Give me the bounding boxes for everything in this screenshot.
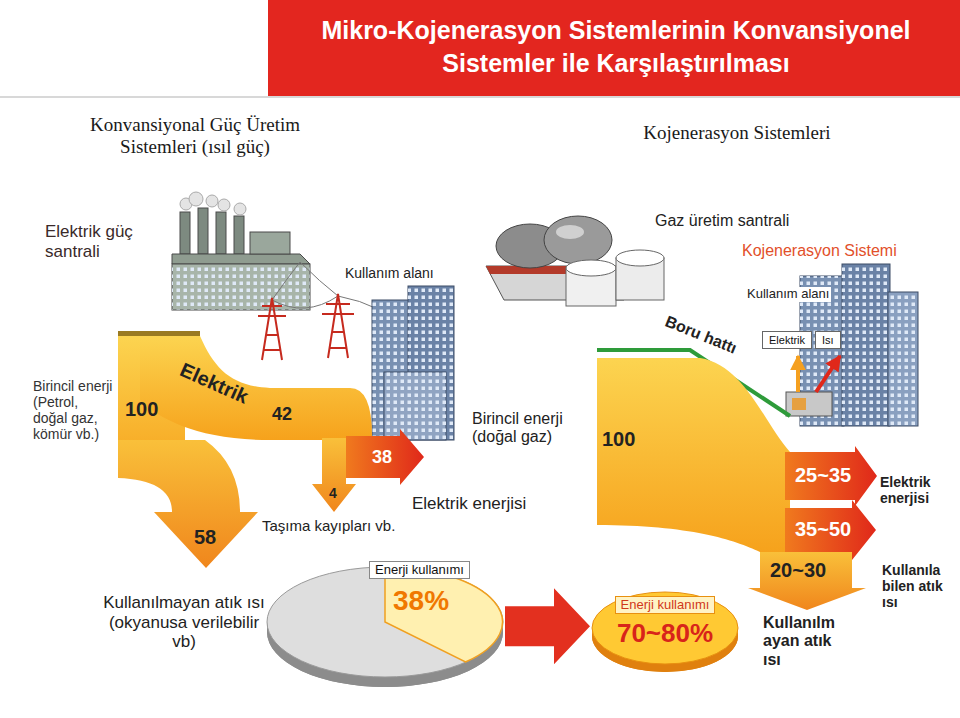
tower [888,292,918,426]
tank-top [566,260,616,276]
box-text: Isı [822,334,834,346]
smoke [218,199,230,211]
section-heading: Konvansiyonal Güç Üretim Sistemleri (ısı… [80,114,310,158]
highlight [556,225,584,239]
usage-caption: Enerji kullanımı [369,561,470,579]
electric-arrow [796,356,800,392]
part-name: Elektrik güç santrali [45,222,163,261]
part-name: Kullanım alanı [745,287,831,302]
pylon [322,294,354,358]
pylon [258,298,286,360]
low-building-windows [384,372,446,440]
flow-top [118,331,200,336]
flow-value: 100 [602,428,635,451]
waste-heat-arrow [748,552,866,610]
flow-label: Taşıma kayıpları vb. [262,517,395,534]
title: Mikro-Kojenerasyon Sistemlerinin Konvans… [296,14,936,79]
tower-windows [842,264,890,426]
section-heading: Kojenerasyon Sistemleri [612,122,862,144]
roof [172,254,310,264]
percent-value: 70~80% [617,618,713,649]
smoke [206,195,218,207]
tank-top [616,250,664,266]
flow-label: Elektrik enerjisi [880,474,950,506]
pie-top [267,567,503,677]
smoke [189,192,203,206]
electric-band [140,336,372,440]
office-buildings [372,286,454,440]
cogeneration-flow [597,358,877,610]
smoke [234,203,246,215]
flow-label: Elektrik enerjisi [412,494,526,514]
rule-line [0,96,960,98]
plant-building [172,264,310,310]
low-building [384,372,446,440]
flow-label: Birincil enerji (Petrol, doğal gaz, kömü… [33,378,115,442]
flow-arrow [505,588,590,664]
flow-value: 42 [272,404,292,425]
chimney [234,216,244,254]
flow-value: 100 [125,398,158,421]
flow-label: Birincil enerji (doğal gaz) [472,410,594,447]
box-text: Elektrik [769,334,805,346]
conventional-flow [118,331,424,568]
engine [792,398,806,410]
chimney [180,212,190,254]
plant-hall [250,232,290,254]
flow-label: Kullanılmayan atık ısı (okyanusa verileb… [98,593,270,652]
pie-chart: Enerji kullanımı 38% [265,560,505,690]
tower [842,264,890,426]
flow-label: Kullanılabilen atık ısı [882,562,946,610]
flow-value: 4 [329,485,337,501]
chimney [198,208,208,254]
cogeneration-unit [786,392,832,416]
pie-slice [385,567,503,662]
heat-arrow [816,356,840,392]
flow-value: 35~50 [795,518,851,541]
part-name: Gaz üretim santrali [655,212,789,230]
flow-label: Kullanılmayan atık ısı [763,614,843,669]
label-box: Elektrik [762,331,812,349]
gas-dome [544,216,612,264]
usable-heat-arrow [785,500,876,560]
label-box: Isı [815,331,841,349]
part-name: Kojenerasyon Sistemi [742,242,897,260]
electric-output-arrow [785,446,877,506]
percent-value: 38% [393,584,449,618]
title-banner [268,0,960,96]
flow-value: 20~30 [770,559,826,582]
usage-caption: Enerji kullanımı [615,596,716,614]
electric-output-arrow [346,429,424,485]
disc-top [592,592,738,664]
flow-value: 58 [194,526,216,549]
disc-shape [265,560,505,690]
wire [272,262,338,300]
flow-value: 25~35 [795,464,851,487]
tower-windows [888,292,918,426]
chimney [216,212,226,254]
flow-value: 38 [372,447,392,468]
energy-disc: Enerji kullanımı 70~80% [590,588,740,676]
waste-heat-arrow [118,440,258,568]
primary-energy-band [597,358,790,552]
plant-windows [172,264,310,310]
power-plant [172,192,310,310]
part-name: Kullanım alanı [343,265,436,281]
gas-plant [486,216,664,306]
